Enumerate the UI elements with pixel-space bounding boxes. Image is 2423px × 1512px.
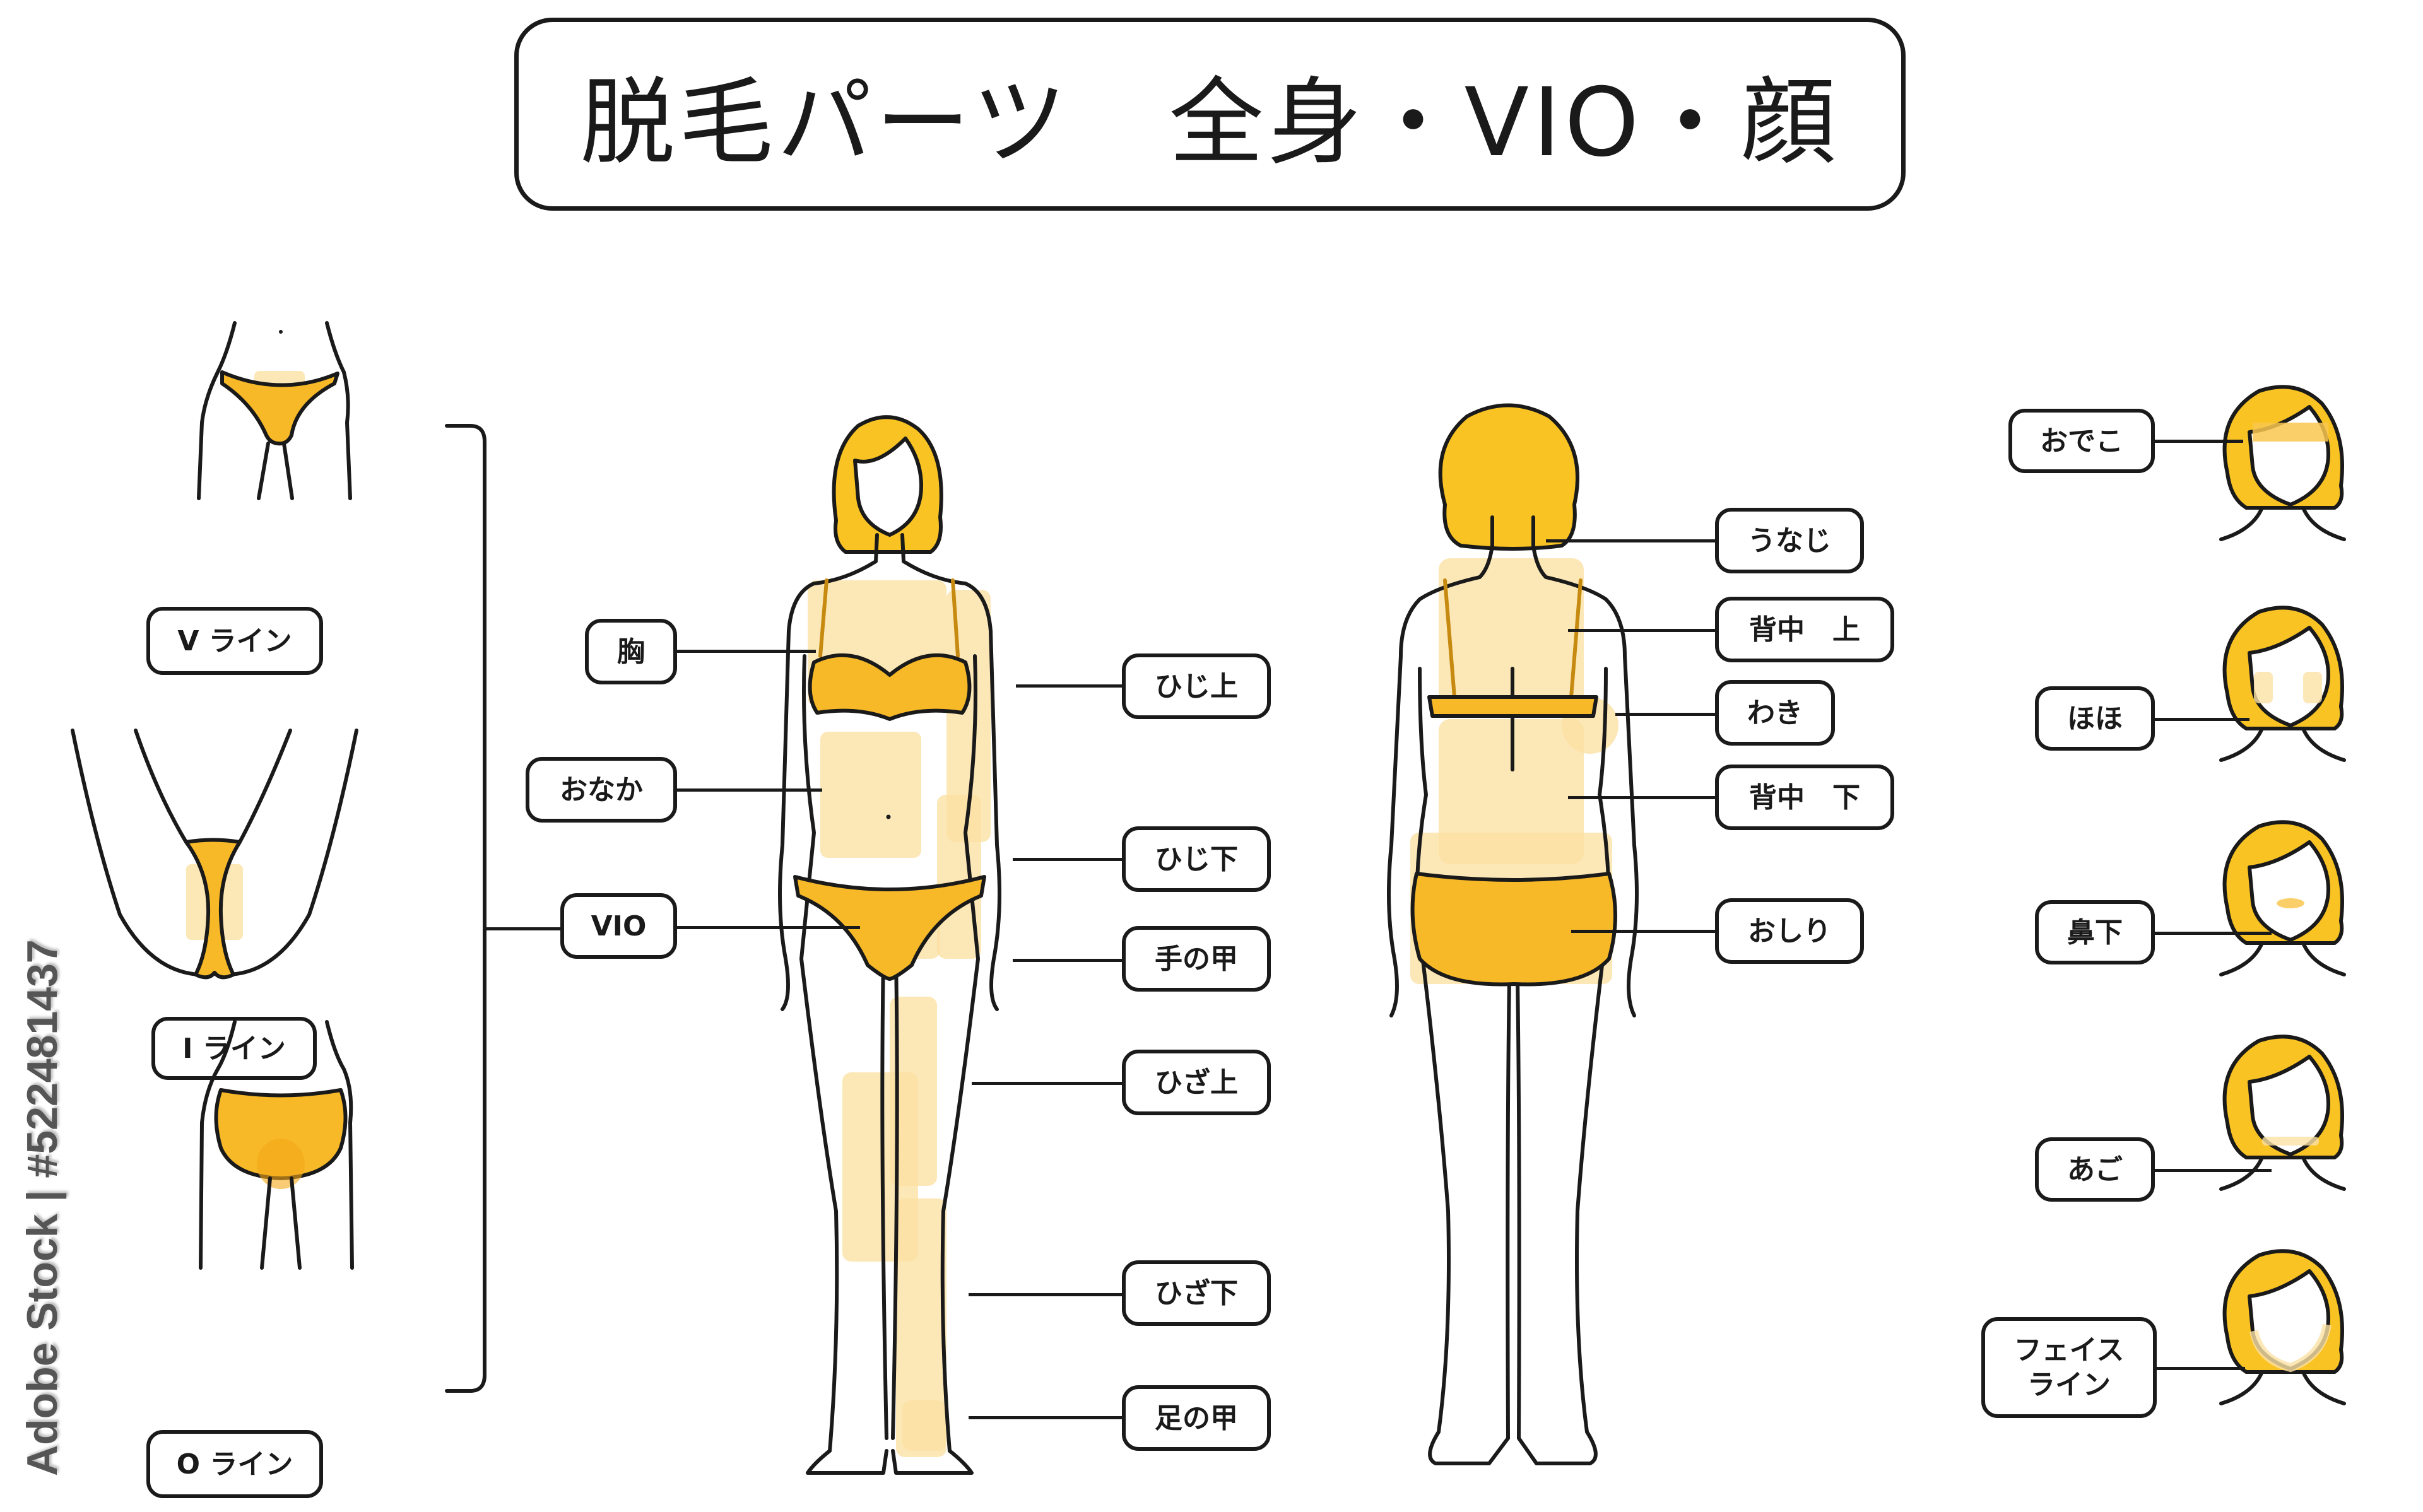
lower-knee-label: ひざ下 <box>1122 1260 1271 1326</box>
v-line-illustration <box>197 321 352 500</box>
upper-back-label: 背中 上 <box>1715 597 1894 662</box>
lower-elbow-leader-line <box>1013 858 1123 861</box>
lower-knee-leader-line <box>969 1293 1123 1296</box>
armpit-label: わき <box>1715 680 1835 746</box>
nape-leader-line <box>1546 539 1716 542</box>
top-of-foot-label: 足の甲 <box>1122 1385 1271 1451</box>
cheeks-leader-line <box>2155 718 2249 721</box>
chin-label: あご <box>2035 1137 2155 1202</box>
under-nose-leader-line <box>2155 932 2272 935</box>
back-of-hand-leader-line <box>1013 959 1123 962</box>
back-of-hand-label: 手の甲 <box>1122 926 1271 992</box>
upper-elbow-label: ひじ上 <box>1122 653 1271 719</box>
belly-leader-line <box>677 788 822 792</box>
vio-bracket <box>445 424 486 1393</box>
chin-leader-line <box>2155 1169 2272 1172</box>
i-line-illustration <box>71 729 358 980</box>
face-under-nose-illustration <box>2219 820 2346 976</box>
o-line-label: O ライン <box>146 1430 323 1498</box>
face-line-illustration <box>2219 1249 2346 1405</box>
chest-label: 胸 <box>585 619 677 684</box>
title-box: 脱毛パーツ 全身・VIO・顔 <box>514 18 1906 211</box>
stock-watermark: Adobe Stock | #522481437 <box>18 939 66 1476</box>
forehead-leader-line <box>2155 440 2243 443</box>
vio-label: VIO <box>560 893 677 959</box>
bracket-connector <box>485 927 560 930</box>
upper-knee-leader-line <box>972 1082 1123 1085</box>
v-line-label: V ライン <box>146 607 323 675</box>
face-chin-illustration <box>2219 1034 2346 1191</box>
lower-back-leader-line <box>1568 796 1716 799</box>
under-nose-label: 鼻下 <box>2035 900 2155 964</box>
belly-label: おなか <box>526 757 677 823</box>
buttocks-label: おしり <box>1715 898 1864 964</box>
back-figure-illustration <box>1387 403 1639 1465</box>
upper-knee-label: ひざ上 <box>1122 1050 1271 1115</box>
vio-leader-line <box>677 926 860 929</box>
buttocks-leader-line <box>1571 930 1716 933</box>
cheeks-label: ほほ <box>2035 686 2155 751</box>
lower-elbow-label: ひじ下 <box>1122 826 1271 892</box>
armpit-leader-line <box>1615 713 1716 716</box>
face-forehead-illustration <box>2219 385 2346 541</box>
top-of-foot-leader-line <box>969 1416 1123 1419</box>
page-title: 脱毛パーツ 全身・VIO・顔 <box>580 67 1840 178</box>
upper-back-leader-line <box>1568 629 1716 632</box>
lower-back-label: 背中 下 <box>1715 765 1894 830</box>
nape-label: うなじ <box>1715 508 1864 573</box>
chest-leader-line <box>677 650 816 653</box>
o-line-illustration <box>199 1020 354 1270</box>
front-figure-illustration <box>778 415 1001 1475</box>
forehead-label: おでこ <box>2008 409 2155 473</box>
face-cheeks-illustration <box>2219 606 2346 762</box>
face-line-label: フェイス ライン <box>1981 1317 2157 1418</box>
upper-elbow-leader-line <box>1016 684 1123 688</box>
face-line-leader-line <box>2157 1367 2245 1370</box>
